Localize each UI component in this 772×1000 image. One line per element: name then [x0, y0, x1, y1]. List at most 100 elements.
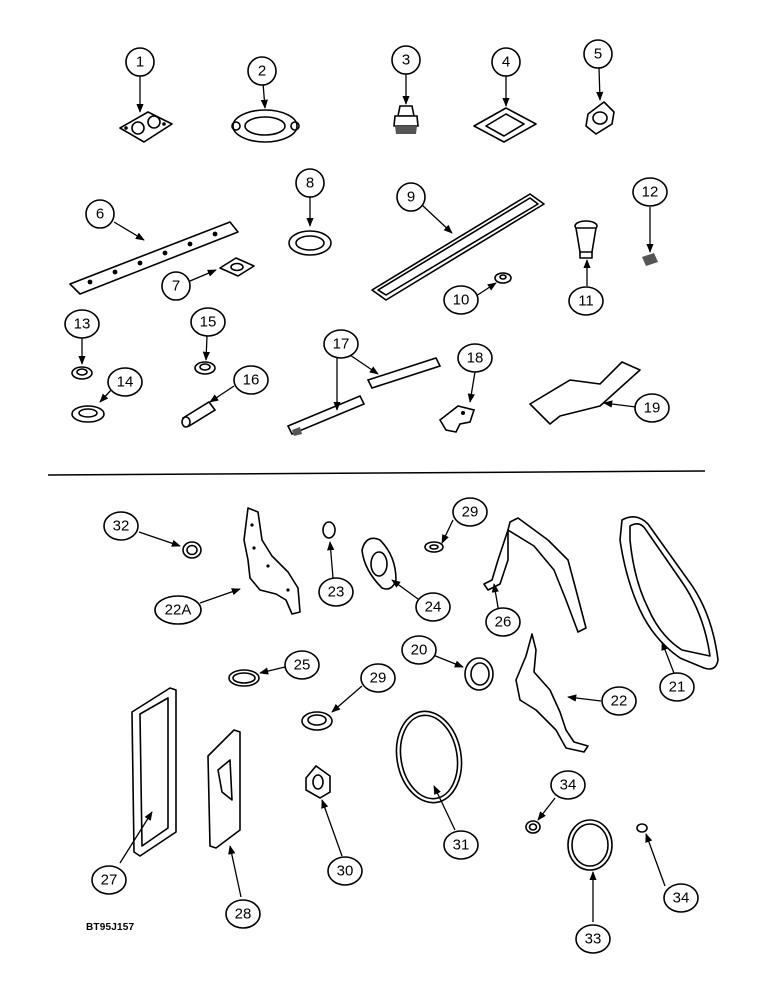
callout-25: 25 — [284, 650, 320, 680]
callout-29: 29 — [452, 497, 488, 527]
section-divider — [47, 470, 706, 476]
svg-text:26: 26 — [495, 614, 512, 631]
svg-text:22: 22 — [611, 693, 628, 710]
svg-text:19: 19 — [644, 400, 661, 417]
part-22a-gasket — [243, 507, 301, 615]
svg-text:1: 1 — [136, 54, 144, 71]
part-10-seal — [494, 272, 512, 284]
part-6-manifold-gasket — [69, 221, 239, 295]
part-17-gasket-strips — [286, 357, 442, 436]
part-13-seal — [71, 366, 93, 380]
callout-28: 28 — [225, 899, 261, 929]
callout-11: 11 — [568, 286, 604, 316]
part-27-gasket — [131, 687, 177, 857]
svg-text:24: 24 — [425, 599, 442, 616]
callout-23: 23 — [318, 577, 354, 607]
svg-text:27: 27 — [101, 872, 118, 889]
callout-18: 18 — [457, 343, 493, 373]
callout-14: 14 — [107, 367, 143, 397]
callout-32: 32 — [103, 511, 139, 541]
svg-text:8: 8 — [306, 175, 314, 192]
part-2-gasket — [231, 109, 300, 143]
part-22-gasket — [515, 633, 589, 753]
callout-29: 29 — [360, 663, 396, 693]
part-18-seal — [438, 405, 476, 433]
callout-7: 7 — [161, 271, 191, 301]
callout-5: 5 — [583, 39, 613, 69]
callout-4: 4 — [491, 47, 521, 77]
callout-19: 19 — [634, 393, 670, 423]
figure-reference-code: BT95J157 — [86, 922, 135, 933]
svg-text:30: 30 — [337, 863, 354, 880]
part-25-seal-ring — [228, 669, 260, 687]
part-20-seal — [464, 657, 494, 691]
svg-text:10: 10 — [453, 292, 470, 309]
callout-13: 13 — [64, 309, 100, 339]
part-3-valve-seal — [393, 105, 419, 134]
svg-text:18: 18 — [467, 350, 484, 367]
svg-text:11: 11 — [578, 293, 594, 310]
part-11-sleeve — [574, 220, 598, 259]
svg-text:12: 12 — [642, 184, 659, 201]
part-34-seal-ring — [636, 823, 648, 833]
part-23-seal-ring — [322, 521, 336, 539]
svg-text:17: 17 — [333, 336, 350, 353]
callout-8: 8 — [295, 168, 325, 198]
callout-17: 17 — [323, 329, 359, 359]
svg-text:29: 29 — [370, 670, 387, 687]
part-9-long-gasket — [371, 193, 545, 301]
svg-text:21: 21 — [669, 679, 686, 696]
svg-text:3: 3 — [402, 52, 410, 69]
part-26-gasket — [483, 517, 587, 633]
svg-text:22A: 22A — [165, 602, 192, 619]
callout-15: 15 — [190, 307, 226, 337]
svg-text:5: 5 — [594, 46, 602, 63]
svg-text:32: 32 — [113, 518, 130, 535]
svg-text:28: 28 — [235, 906, 252, 923]
callout-31: 31 — [443, 830, 479, 860]
part-24-gasket — [361, 537, 397, 590]
svg-text:14: 14 — [117, 374, 134, 391]
svg-text:34: 34 — [673, 890, 690, 907]
part-16-tube — [181, 400, 217, 428]
callout-21: 21 — [659, 672, 695, 702]
callout-3: 3 — [391, 45, 421, 75]
svg-text:25: 25 — [294, 657, 311, 674]
leader-lines — [78, 67, 678, 922]
callout-16: 16 — [233, 365, 269, 395]
part-32-seal-ring — [182, 541, 202, 559]
part-29-seal — [301, 711, 333, 731]
part-14-seal — [71, 405, 105, 423]
svg-text:9: 9 — [407, 189, 415, 206]
svg-text:20: 20 — [411, 642, 428, 659]
callout-34: 34 — [663, 883, 699, 913]
callout-1: 1 — [125, 47, 155, 77]
part-8-seal — [288, 230, 332, 256]
svg-text:31: 31 — [453, 837, 470, 854]
svg-text:7: 7 — [172, 278, 180, 295]
callout-30: 30 — [327, 856, 363, 886]
svg-text:33: 33 — [585, 931, 602, 948]
callout-26: 26 — [485, 607, 521, 637]
callout-12: 12 — [632, 177, 668, 207]
svg-text:15: 15 — [200, 314, 217, 331]
svg-text:29: 29 — [462, 504, 479, 521]
callout-10: 10 — [443, 285, 479, 315]
part-30-gasket — [305, 764, 331, 799]
svg-text:23: 23 — [328, 584, 345, 601]
part-4-gasket — [473, 107, 537, 143]
part-19-gasket — [529, 361, 641, 425]
svg-text:6: 6 — [96, 206, 104, 223]
part-33-seal-ring — [567, 819, 613, 871]
part-12-plug — [642, 253, 658, 266]
callout-33: 33 — [575, 924, 611, 954]
callout-2: 2 — [247, 56, 277, 86]
svg-text:13: 13 — [74, 316, 91, 333]
part-31-seal-ring — [395, 710, 463, 804]
callout-20: 20 — [401, 635, 437, 665]
part-28-gasket — [207, 729, 241, 849]
part-7-gasket — [219, 257, 255, 277]
callout-22a: 22A — [154, 595, 202, 625]
svg-text:4: 4 — [502, 54, 510, 71]
